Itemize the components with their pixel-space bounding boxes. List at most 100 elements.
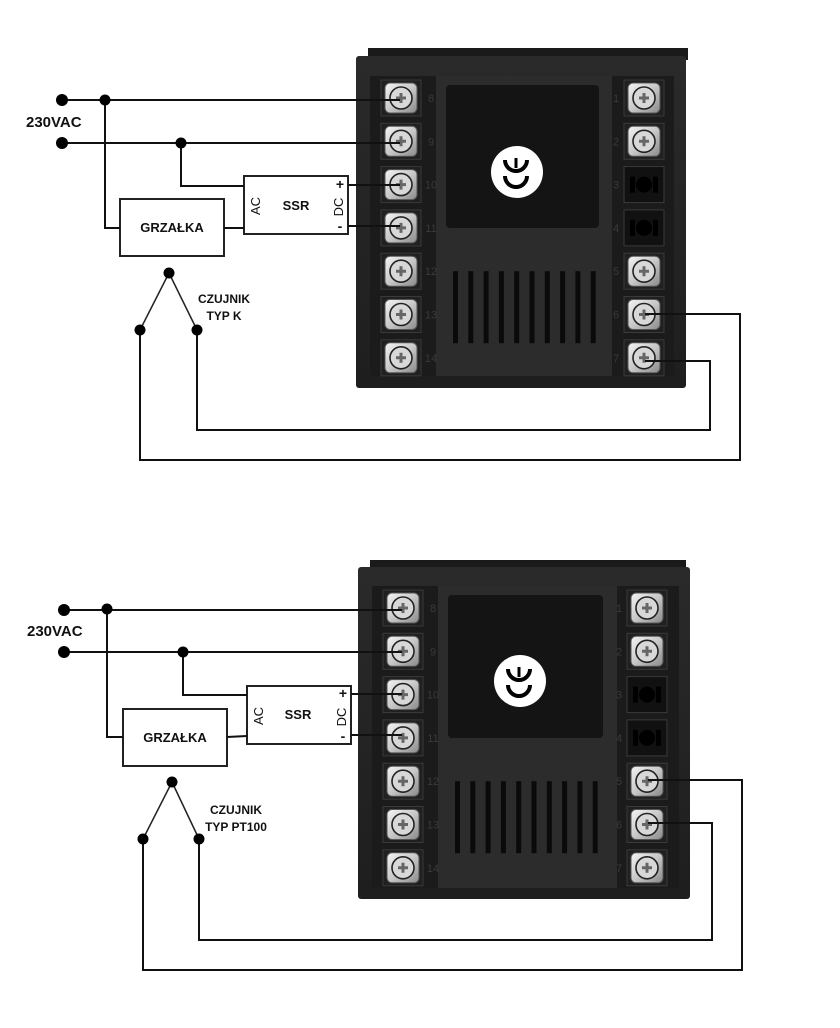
sensor-junction-dot bbox=[166, 776, 178, 788]
sensor-lead-dot bbox=[134, 324, 146, 336]
junction-dot bbox=[99, 94, 111, 106]
terminal-number: 9 bbox=[428, 136, 434, 148]
terminal-screw: 11 bbox=[380, 209, 437, 247]
terminal-number: 14 bbox=[427, 863, 439, 875]
terminal-number: 5 bbox=[613, 266, 619, 278]
terminal-number: 10 bbox=[427, 690, 439, 702]
terminal-number: 4 bbox=[616, 733, 622, 745]
terminal-number: 8 bbox=[430, 603, 436, 615]
vent-slot bbox=[590, 271, 596, 344]
terminal-number: 11 bbox=[427, 733, 438, 745]
heater-box bbox=[122, 708, 228, 767]
terminal-screw: 13 bbox=[380, 296, 437, 333]
ssr-dc-label: DC bbox=[331, 198, 346, 217]
vent-slot bbox=[453, 271, 458, 344]
terminal-number: 6 bbox=[616, 820, 622, 832]
ssr-dc-label: DC bbox=[334, 708, 349, 727]
ssr-ac-label: AC bbox=[251, 707, 266, 725]
ce-mark-icon bbox=[494, 655, 546, 707]
terminal-empty: 4 bbox=[613, 209, 665, 247]
terminal-empty: 3 bbox=[616, 676, 668, 714]
terminal-screw: 6 bbox=[616, 806, 668, 843]
vent-slot bbox=[546, 781, 552, 854]
terminal-empty: 3 bbox=[613, 166, 665, 204]
vent-slot bbox=[575, 271, 581, 344]
wiring bbox=[58, 603, 743, 971]
vent-slot bbox=[455, 781, 460, 854]
wiring bbox=[56, 94, 741, 461]
sensor-label-line1: CZUJNIK bbox=[210, 803, 262, 817]
vent-slot bbox=[483, 271, 489, 344]
junction-dot bbox=[101, 603, 113, 615]
terminal-screw: 11 bbox=[382, 719, 439, 757]
terminal-number: 5 bbox=[616, 776, 622, 788]
terminal-number: 13 bbox=[425, 310, 437, 322]
vent-slot bbox=[577, 781, 583, 854]
vent-slot bbox=[514, 271, 520, 344]
vent-slot bbox=[498, 271, 504, 344]
terminal-number: 6 bbox=[613, 310, 619, 322]
supply-label: 230VAC bbox=[26, 114, 82, 131]
terminal-number: 13 bbox=[427, 820, 439, 832]
terminal-screw: 5 bbox=[616, 762, 668, 800]
sensor-label-line2: TYP PT100 bbox=[205, 820, 267, 834]
wire-ssr-ac-feed bbox=[182, 652, 247, 696]
supply-label: 230VAC bbox=[27, 623, 83, 640]
terminal-screw: 8 bbox=[380, 79, 434, 117]
terminal-number: 3 bbox=[616, 690, 622, 702]
vent-slot bbox=[560, 271, 566, 344]
terminal-screw: 2 bbox=[613, 122, 665, 160]
terminal-screw: 14 bbox=[382, 849, 439, 887]
ssr-ac-label: AC bbox=[248, 197, 263, 215]
terminal-screw: 5 bbox=[613, 252, 665, 290]
terminal-number: 11 bbox=[425, 223, 436, 235]
supply-terminal-N bbox=[58, 646, 70, 658]
vent-slot bbox=[485, 781, 491, 854]
sensor-lead-dot bbox=[191, 324, 203, 336]
ssr-label: SSR bbox=[285, 707, 312, 722]
terminal-screw: 9 bbox=[380, 122, 434, 160]
sensor-label-line2: TYP K bbox=[206, 309, 241, 323]
ssr-box bbox=[246, 685, 352, 745]
vent-slot bbox=[562, 781, 568, 854]
terminal-screw: 12 bbox=[380, 252, 437, 290]
terminal-screw: 7 bbox=[616, 849, 668, 887]
supply-terminal-N bbox=[56, 137, 68, 149]
wire-sensor-b bbox=[198, 822, 713, 941]
right-terminals: 1 2 3 4 5 6 7 bbox=[613, 79, 665, 377]
ssr-minus-label: - bbox=[341, 728, 346, 744]
heater-label: GRZAŁKA bbox=[140, 220, 204, 235]
vent-slot bbox=[544, 271, 550, 344]
wire-sensor-a bbox=[142, 779, 743, 971]
wire-heater-ssr bbox=[226, 735, 248, 738]
wire-sensor-a bbox=[139, 313, 741, 461]
sensor-label-line1: CZUJNIK bbox=[198, 292, 250, 306]
wire-ssr-ac-feed bbox=[180, 143, 244, 187]
terminal-number: 1 bbox=[616, 603, 622, 615]
terminal-screw: 2 bbox=[616, 632, 668, 670]
supply-terminal-L bbox=[56, 94, 68, 106]
terminal-empty: 4 bbox=[616, 719, 668, 757]
wire-heater-feed bbox=[106, 610, 123, 738]
terminal-number: 1 bbox=[613, 93, 619, 105]
terminal-screw: 1 bbox=[616, 589, 668, 627]
terminal-screw: 13 bbox=[382, 806, 439, 843]
terminal-screw: 7 bbox=[613, 339, 665, 377]
terminal-number: 4 bbox=[613, 223, 619, 235]
vent-slot bbox=[468, 271, 474, 344]
vent-slot bbox=[470, 781, 476, 854]
sensor-lead-dot bbox=[193, 833, 205, 845]
vent-slot bbox=[516, 781, 522, 854]
wire-sensor-b bbox=[196, 330, 711, 431]
terminal-number: 7 bbox=[613, 353, 619, 365]
sensor-symbol bbox=[139, 272, 198, 331]
junction-dot bbox=[177, 646, 189, 658]
junction-dot bbox=[175, 137, 187, 149]
